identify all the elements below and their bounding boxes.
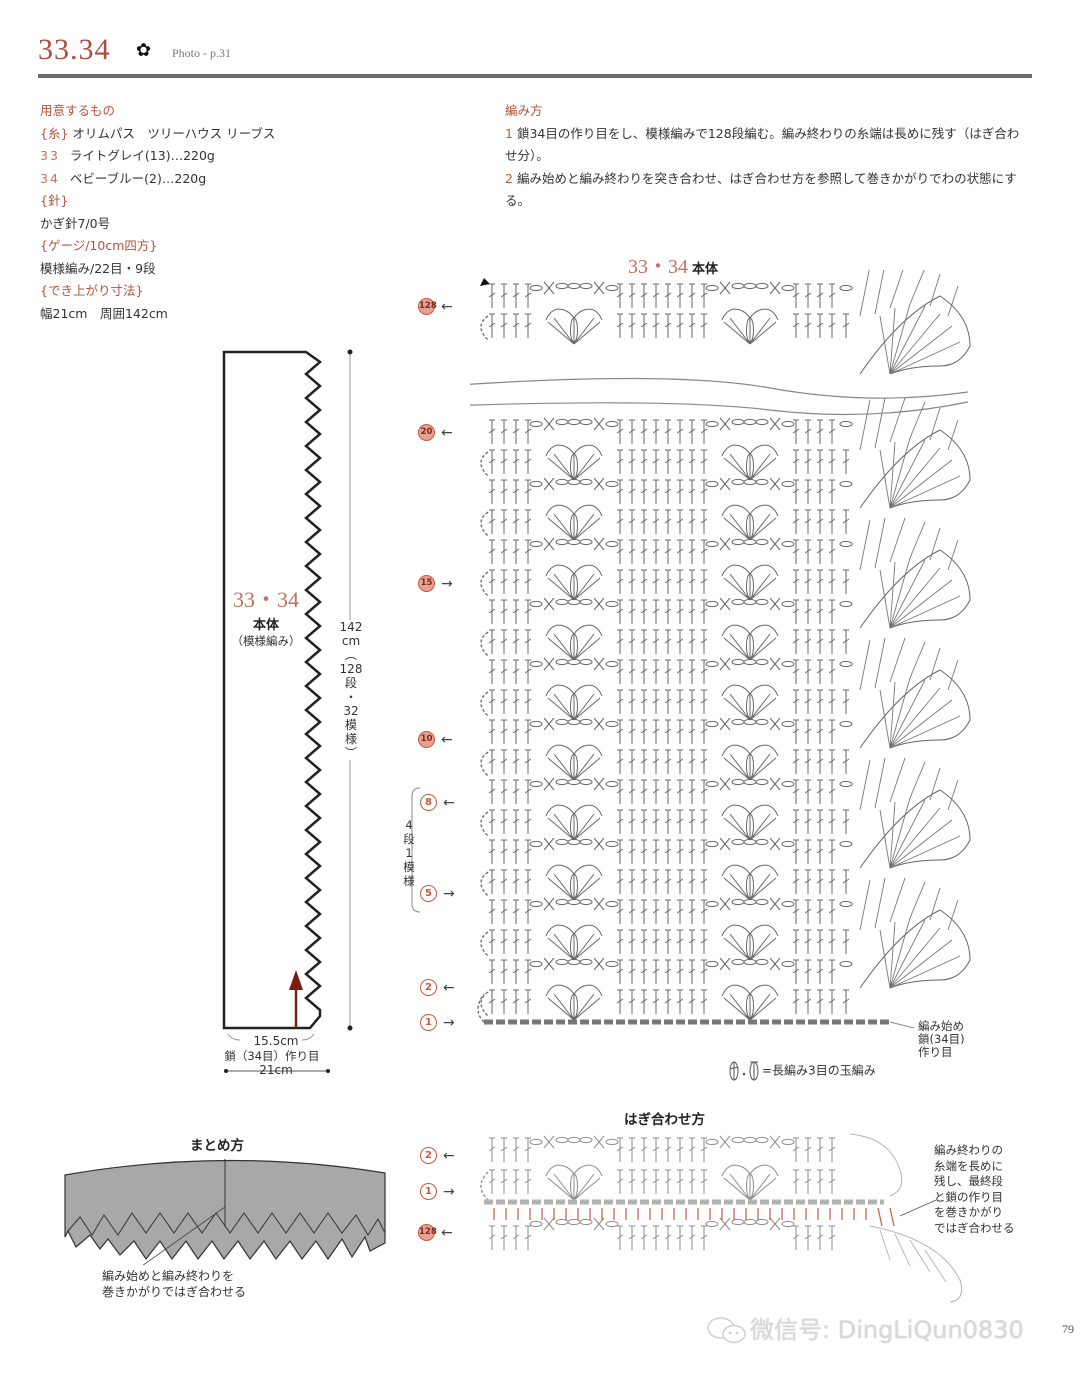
- row-marker-15: 15→: [418, 575, 453, 592]
- inner-width-label: 15.5cm: [253, 1034, 299, 1048]
- schematic-diagram: [222, 349, 353, 1073]
- row-marker-1: 1→: [420, 1014, 455, 1031]
- repeat-note: 4 段 1 模 様: [403, 818, 415, 888]
- schematic-title: 33・34 本体 （模様編み）: [231, 587, 301, 648]
- hook-value: かぎ針7/0号: [40, 215, 111, 231]
- joining-title: はぎ合わせ方: [624, 1112, 705, 1128]
- hook-label: {針}: [40, 193, 69, 208]
- length-dimension: 142 cm ︵ 128 段 ・ 32 模 様 ︶: [336, 620, 366, 760]
- row-marker-10: 10←: [418, 731, 453, 748]
- instructions-heading: 編み方: [505, 103, 543, 118]
- row-marker-128: 128←: [418, 298, 453, 315]
- repeat-bracket: [411, 787, 421, 913]
- joining-row-marker-2: 2←: [420, 1147, 455, 1164]
- finishing-diagram: [64, 1159, 386, 1265]
- stitch-chart: [470, 270, 971, 1029]
- start-note: 編み始め 鎖(34目) 作り目: [918, 1019, 965, 1059]
- row-marker-8: 8←: [420, 794, 455, 811]
- page-number: 79: [1062, 1322, 1074, 1336]
- watermark: 微信号: DingLiQun0830: [706, 1310, 1024, 1347]
- wechat-icon: [707, 1317, 746, 1344]
- flower-icon: ✿: [136, 40, 152, 61]
- finishing-note: 編み始めと編み終わりを 巻きかがりではぎ合わせる: [102, 1269, 247, 1299]
- pattern-number: 33.34: [38, 33, 111, 66]
- joining-note: 編み終わりの 糸端を長めに 残し、最終段 と鎖の作り目 を巻きかがり ではぎ合わ…: [934, 1143, 1015, 1235]
- photo-reference: Photo - p.31: [172, 46, 232, 60]
- size-value: 幅21cm 周囲142cm: [40, 305, 168, 321]
- gauge-value: 模様編み/22目・9段: [40, 260, 156, 276]
- width-label: 21cm: [259, 1063, 293, 1077]
- joining-diagram: [480, 1133, 963, 1303]
- row-marker-5: 5→: [420, 885, 455, 902]
- gauge-label: {ゲージ/10cm四方}: [40, 238, 158, 253]
- yarn-line: {糸} オリムパス ツリーハウス リーブス: [40, 125, 276, 141]
- finishing-title: まとめ方: [190, 1138, 244, 1154]
- stitch-legend: =長編み3目の玉編み: [728, 1060, 876, 1082]
- bobble-stitch-icon: [729, 1061, 759, 1081]
- size-label: {でき上がり寸法}: [40, 283, 144, 298]
- chain-foundation-label: 鎖（34目）作り目: [224, 1049, 320, 1063]
- joining-row-marker-1: 1→: [420, 1183, 455, 1200]
- row-marker-2: 2←: [420, 979, 455, 996]
- row-marker-20: 20←: [418, 424, 453, 441]
- materials-heading: 用意するもの: [40, 103, 116, 118]
- joining-row-marker-128: 128←: [418, 1224, 453, 1241]
- header-rule: [38, 74, 1032, 78]
